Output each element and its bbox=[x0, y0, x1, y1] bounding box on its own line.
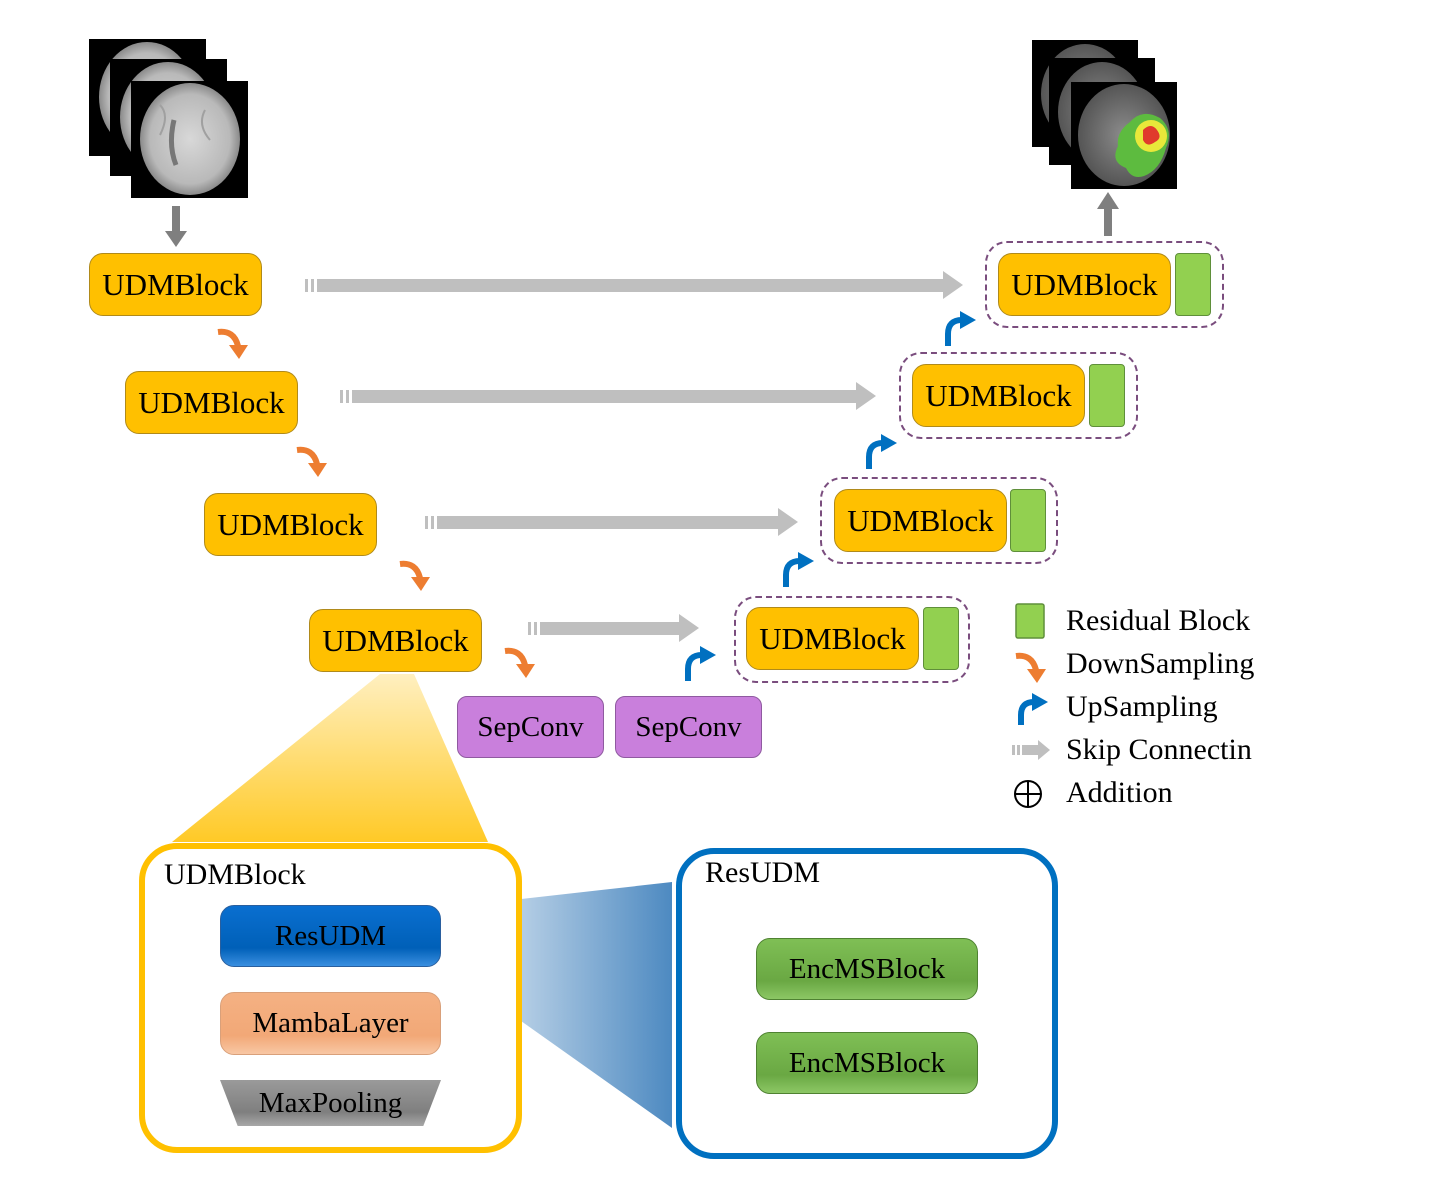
legend-icons bbox=[1012, 603, 1050, 808]
legend-residual-icon bbox=[1015, 603, 1045, 639]
output-segmentation-image-stack bbox=[1032, 40, 1177, 189]
sepconv-2: SepConv bbox=[615, 696, 762, 758]
skip-connection-1 bbox=[305, 271, 963, 299]
maxpooling-block: MaxPooling bbox=[220, 1080, 441, 1126]
decoder-group-1 bbox=[985, 241, 1224, 328]
residual-block-1 bbox=[1175, 253, 1211, 316]
resudm-block: ResUDM bbox=[220, 905, 441, 967]
encmsblock-2: EncMSBlock bbox=[756, 1032, 978, 1094]
mambalayer-block: MambaLayer bbox=[220, 992, 441, 1055]
decoder-udmblock-3: UDMBlock bbox=[834, 489, 1007, 552]
legend-upsampling-label: UpSampling bbox=[1066, 690, 1218, 723]
residual-block-4 bbox=[923, 607, 959, 670]
encoder-udmblock-2: UDMBlock bbox=[125, 371, 298, 434]
legend-skip-icon bbox=[1012, 740, 1050, 760]
sepconv-1: SepConv bbox=[457, 696, 604, 758]
upsampling-arrow-3 bbox=[866, 434, 897, 469]
downsampling-arrow-4 bbox=[504, 647, 535, 678]
legend-downsampling-label: DownSampling bbox=[1066, 647, 1255, 680]
decoder-group-3 bbox=[820, 477, 1058, 564]
output-arrow bbox=[1097, 192, 1119, 236]
udmblock-detail-title: UDMBlock bbox=[164, 858, 306, 891]
encoder-udmblock-3: UDMBlock bbox=[204, 493, 377, 556]
encmsblock-1: EncMSBlock bbox=[756, 938, 978, 1000]
decoder-udmblock-4: UDMBlock bbox=[746, 607, 919, 670]
legend-addition-icon bbox=[1014, 780, 1042, 808]
legend-residual-label: Residual Block bbox=[1066, 604, 1251, 637]
legend-upsampling-icon bbox=[1018, 693, 1048, 725]
legend-downsampling-icon bbox=[1015, 652, 1046, 683]
downsampling-arrow-1 bbox=[217, 328, 248, 359]
downsampling-arrow-2 bbox=[296, 446, 327, 477]
upsampling-arrow-2 bbox=[783, 552, 814, 587]
decoder-group-2 bbox=[899, 352, 1138, 439]
decoder-udmblock-1: UDMBlock bbox=[998, 253, 1171, 316]
legend-addition-label: Addition bbox=[1066, 776, 1173, 809]
skip-connection-3 bbox=[425, 508, 798, 536]
residual-block-3 bbox=[1010, 489, 1046, 552]
upsampling-arrow-4 bbox=[945, 311, 976, 346]
residual-block-2 bbox=[1089, 364, 1125, 427]
encoder-udmblock-1: UDMBlock bbox=[89, 253, 262, 316]
resudm-detail-title: ResUDM bbox=[705, 856, 821, 889]
encoder-udmblock-4: UDMBlock bbox=[309, 609, 482, 672]
input-arrow bbox=[165, 206, 187, 247]
decoder-group-4 bbox=[734, 596, 970, 683]
legend-skip-label: Skip Connectin bbox=[1066, 733, 1252, 766]
udmblock-zoom-fan bbox=[172, 674, 488, 842]
upsampling-arrow-1 bbox=[685, 646, 716, 681]
decoder-udmblock-2: UDMBlock bbox=[912, 364, 1085, 427]
downsampling-arrow-3 bbox=[399, 560, 430, 591]
resudm-detail-panel bbox=[676, 848, 1058, 1159]
skip-connection-2 bbox=[340, 382, 876, 410]
skip-connection-4 bbox=[528, 614, 699, 642]
input-mri-image-stack bbox=[89, 39, 248, 198]
